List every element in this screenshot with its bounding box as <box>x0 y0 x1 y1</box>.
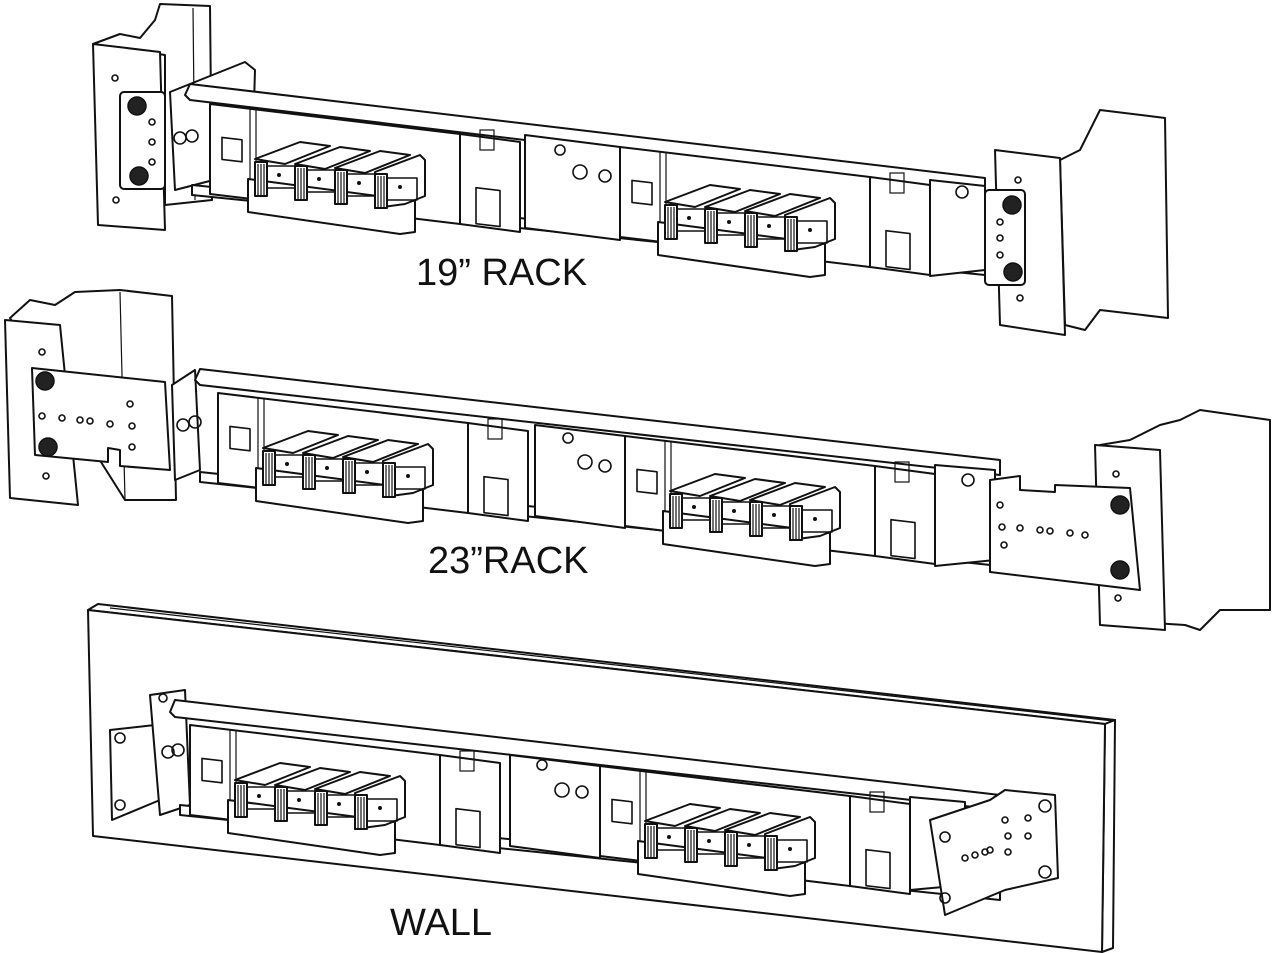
rack23-left-rail <box>4 289 177 506</box>
label-19-rack: 19” RACK <box>416 252 588 294</box>
label-23-rack: 23”RACK <box>428 540 589 582</box>
rack19-right-rail <box>984 109 1169 336</box>
wall-right-bracket <box>929 789 1059 916</box>
rack23-right-rail <box>989 409 1271 631</box>
rack19-assembly <box>92 3 1169 336</box>
label-wall: WALL <box>390 902 493 944</box>
rack23-assembly <box>4 289 1271 631</box>
wall-assembly <box>87 603 1116 953</box>
